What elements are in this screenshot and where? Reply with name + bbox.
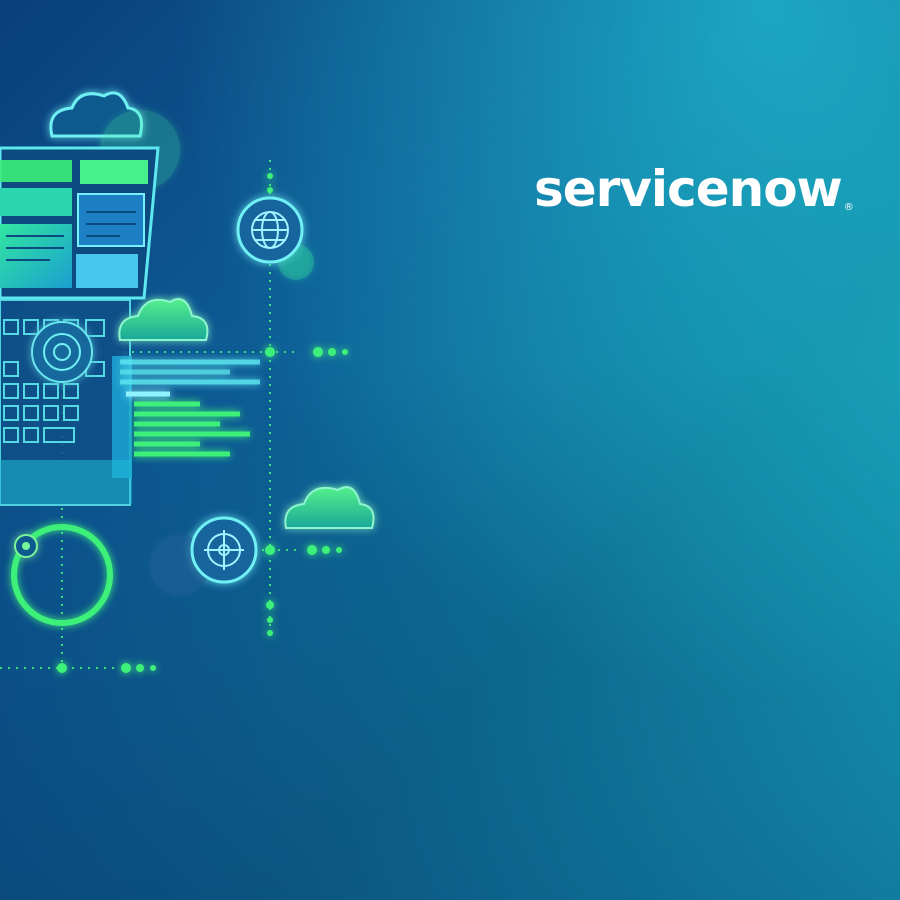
target-icon xyxy=(31,321,93,383)
registered-mark: ® xyxy=(843,202,854,213)
cloud-icon xyxy=(118,298,209,341)
servicenow-logo: servicenow ® xyxy=(534,164,854,214)
cloud-icon xyxy=(284,486,375,529)
laptop-icon xyxy=(0,110,180,506)
globe-icon xyxy=(236,196,314,280)
code-lines xyxy=(0,356,260,504)
connector-nodes xyxy=(57,173,348,673)
brand-name: servicenow xyxy=(534,160,843,218)
crosshair-icon xyxy=(150,516,258,595)
glowing-ring-icon xyxy=(11,524,113,626)
